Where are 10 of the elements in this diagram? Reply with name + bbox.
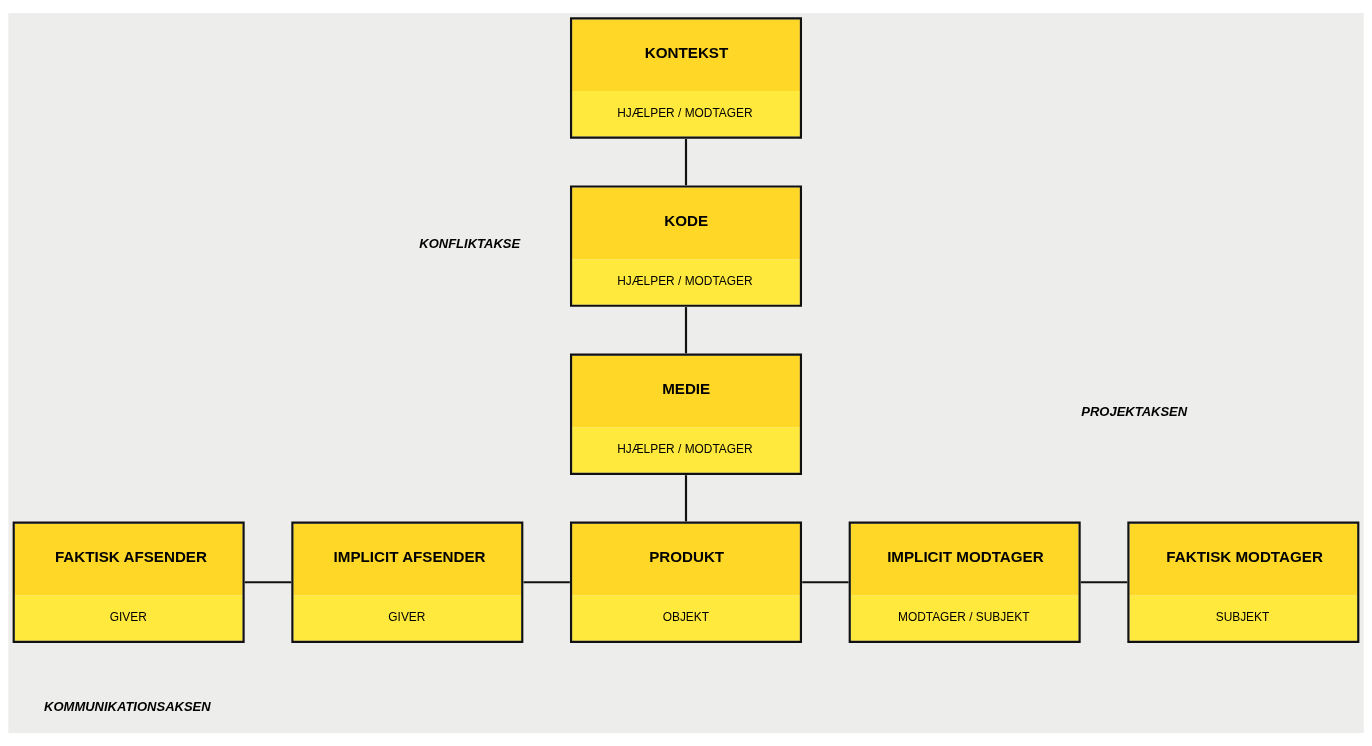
label: KONFLIKTAKSE — [419, 236, 521, 252]
connector — [684, 307, 688, 354]
connector — [684, 475, 688, 522]
label: PROJEKTAKSEN — [1081, 404, 1188, 420]
connector — [684, 139, 688, 186]
label: KOMMUNIKATIONSAKSEN — [44, 699, 211, 715]
connector — [802, 581, 849, 584]
connector — [1080, 581, 1128, 584]
connector — [523, 581, 570, 584]
connector — [244, 581, 292, 584]
